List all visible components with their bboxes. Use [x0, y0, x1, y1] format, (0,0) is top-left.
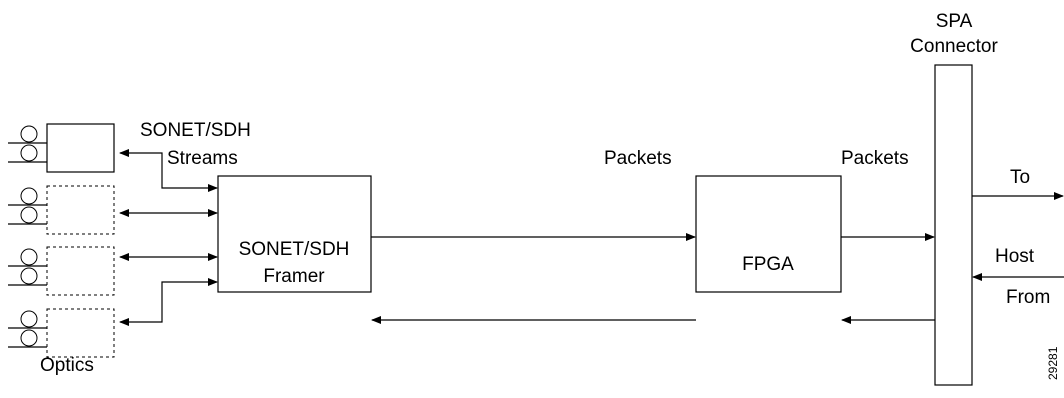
from-label: From	[1006, 287, 1050, 308]
to-label: To	[1010, 167, 1030, 188]
spa-connector-label-line1: SPA	[936, 11, 973, 32]
optics-label: Optics	[40, 355, 94, 376]
spa-connector-label-line2: Connector	[910, 36, 998, 57]
optic-module-2	[8, 185, 115, 235]
stream-connector-4	[119, 278, 218, 326]
stream-connector-1	[119, 149, 218, 192]
fpga-box	[695, 175, 842, 293]
sonet-streams-label-line1: SONET/SDH	[140, 120, 251, 141]
framer-box	[217, 175, 372, 293]
spa-connector-bar	[934, 64, 973, 386]
framer-label-line1: SONET/SDH	[239, 239, 350, 260]
framer-label-line2: Framer	[263, 266, 325, 287]
figure-id-label: 29281	[1046, 346, 1060, 380]
optic-module-3	[8, 246, 115, 296]
fpga-label: FPGA	[742, 254, 794, 275]
host-label: Host	[995, 246, 1035, 267]
packets-label-left: Packets	[604, 148, 672, 169]
optic-module-1	[8, 123, 115, 173]
packets-label-right: Packets	[841, 148, 909, 169]
optic-module-4	[8, 308, 115, 358]
sonet-streams-label-line2: Streams	[167, 148, 238, 169]
